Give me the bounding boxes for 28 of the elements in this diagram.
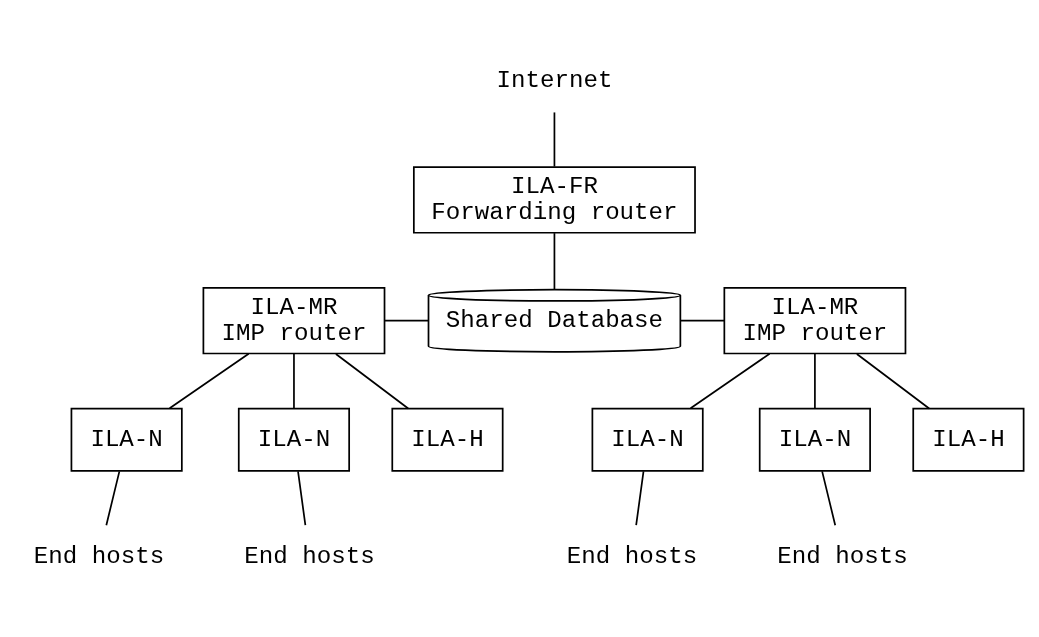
- connector: [297, 470, 307, 526]
- connector: [553, 111, 556, 167]
- connector: [293, 352, 295, 409]
- node-box: ILA-N: [758, 407, 871, 472]
- connector: [856, 352, 931, 409]
- node-text: End hosts: [244, 542, 375, 570]
- node-box: ILA-H: [391, 407, 504, 472]
- node-text: End hosts: [566, 542, 698, 570]
- connector: [821, 470, 837, 526]
- node-box: ILA-MR IMP router: [202, 286, 386, 354]
- connector: [168, 352, 250, 409]
- node-box: ILA-N: [591, 407, 704, 472]
- node-text: End hosts: [33, 542, 165, 570]
- connector: [384, 319, 429, 322]
- node-box: ILA-FR Forwarding router: [412, 165, 696, 234]
- node-text: End hosts: [777, 542, 908, 570]
- node-box: ILA-N: [237, 407, 351, 472]
- node-box: ILA-MR IMP router: [723, 286, 907, 354]
- connector: [689, 352, 771, 409]
- node-text: Internet: [496, 66, 613, 94]
- connector: [553, 231, 556, 290]
- node-box: ILA-N: [70, 407, 183, 472]
- connector: [635, 470, 645, 526]
- connector: [105, 470, 121, 526]
- node-box: ILA-H: [912, 407, 1025, 472]
- connector: [679, 319, 725, 322]
- connector: [814, 352, 816, 409]
- connector: [335, 352, 410, 409]
